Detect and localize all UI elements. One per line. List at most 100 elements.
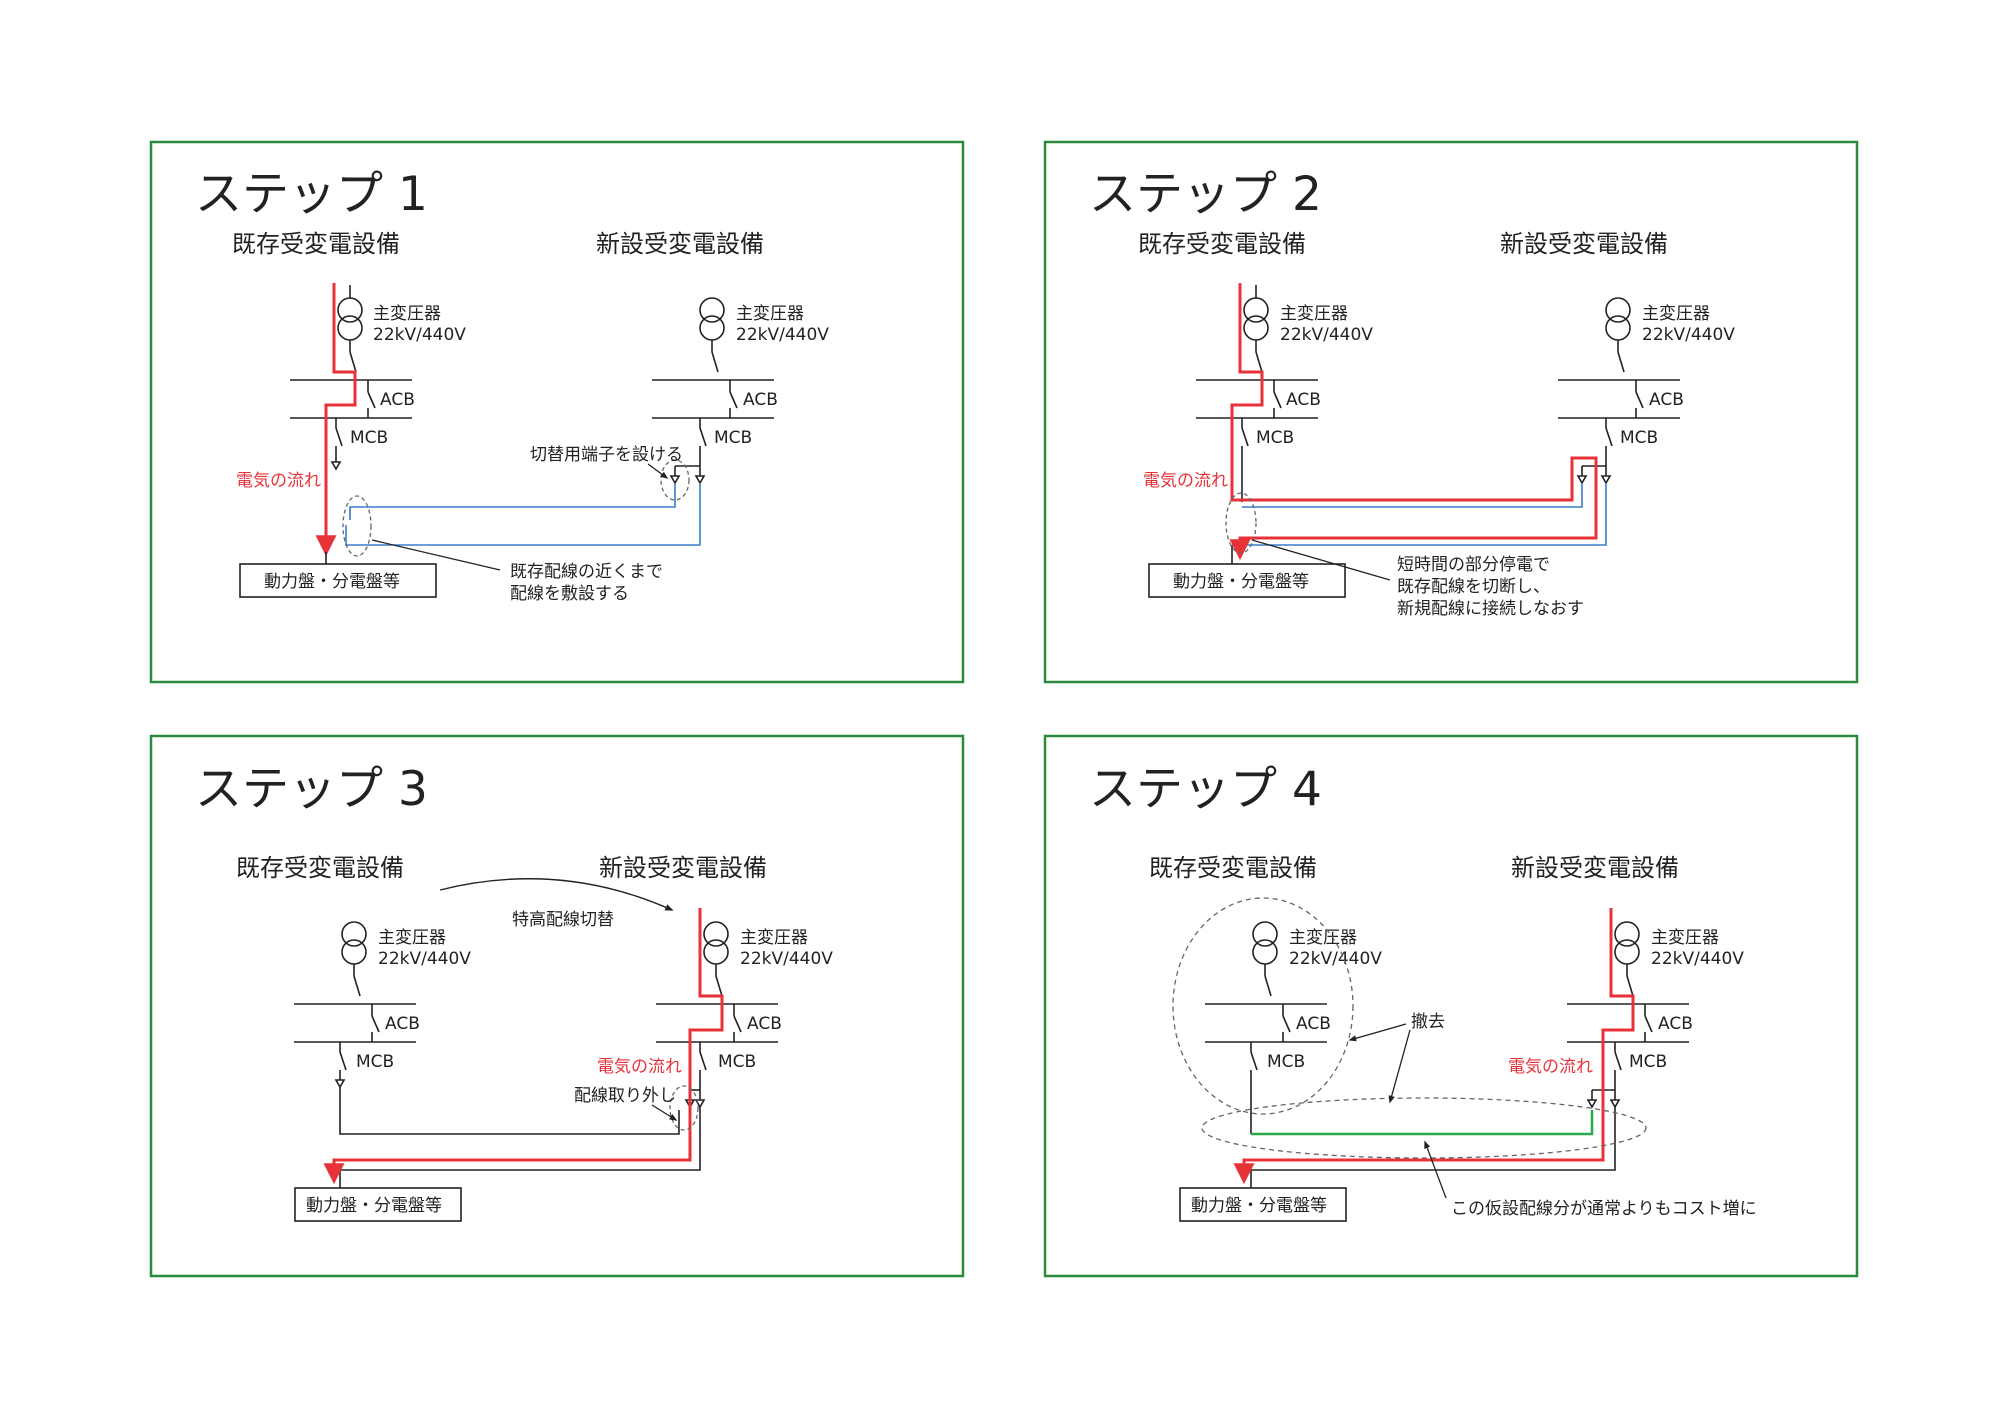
step-4-frame xyxy=(1043,734,1859,1278)
step-1-terminal-marker xyxy=(660,459,690,501)
step-4-removal-marker xyxy=(1172,897,1354,1115)
mcb-label: MCB xyxy=(1267,1052,1305,1072)
transformer-icon xyxy=(1243,297,1269,323)
mcb-label: MCB xyxy=(718,1052,756,1072)
mcb-label: MCB xyxy=(356,1052,394,1072)
step-4-panel: ステップ 4 既存受変電設備 新設受変電設備 主変圧器 22kV/440V AC… xyxy=(1043,734,1859,1278)
step-1-new-wiring xyxy=(345,483,701,546)
voltage-label: 22kV/440V xyxy=(1651,949,1744,969)
voltage-label: 22kV/440V xyxy=(378,949,471,969)
transformer-label: 主変圧器 xyxy=(1642,304,1710,324)
step-3-switch-arrow xyxy=(439,878,674,911)
step-3-title: ステップ 3 xyxy=(195,762,428,817)
step-3-remove-marker xyxy=(669,1085,699,1131)
transformer-label: 主変圧器 xyxy=(373,304,441,324)
voltage-label: 22kV/440V xyxy=(736,325,829,345)
acb-label: ACB xyxy=(385,1014,420,1034)
step-4-cost-note: この仮設配線分が通常よりもコスト増に xyxy=(1451,1199,1757,1219)
power-flow-label: 電気の流れ xyxy=(236,471,321,491)
step-1-panel: ステップ 1 既存受変電設備 新設受変電設備 主変圧器 22kV/440V AC… xyxy=(149,140,965,684)
distribution-panel-label: 動力盤・分電盤等 xyxy=(306,1196,442,1216)
step-1-title: ステップ 1 xyxy=(195,167,428,222)
step-4-new-heading: 新設受変電設備 xyxy=(1511,854,1679,882)
step-4-temporary-wiring-marker xyxy=(1201,1097,1647,1159)
distribution-panel xyxy=(294,1187,462,1222)
step-2-note-line2: 既存配線を切断し、 xyxy=(1397,577,1550,597)
step-3-existing-heading: 既存受変電設備 xyxy=(236,854,404,882)
power-flow-line xyxy=(315,283,357,557)
power-flow-line xyxy=(1229,283,1598,561)
transformer-icon xyxy=(337,315,363,341)
step-1-frame xyxy=(149,140,965,684)
transformer-label: 主変圧器 xyxy=(1651,928,1719,948)
step-1-existing-wire-marker xyxy=(342,495,372,557)
transformer-icon xyxy=(703,921,729,947)
voltage-label: 22kV/440V xyxy=(1289,949,1382,969)
distribution-panel-label: 動力盤・分電盤等 xyxy=(1191,1196,1327,1216)
power-flow-label: 電気の流れ xyxy=(1508,1057,1593,1077)
transformer-icon xyxy=(1614,921,1640,947)
step-3-new-heading: 新設受変電設備 xyxy=(599,854,767,882)
acb-label: ACB xyxy=(380,390,415,410)
step-2-note-line1: 短時間の部分停電で xyxy=(1397,555,1550,575)
transformer-icon xyxy=(699,315,725,341)
step-1-existing-heading: 既存受変電設備 xyxy=(232,230,400,258)
distribution-panel-label: 動力盤・分電盤等 xyxy=(1173,572,1309,592)
step-3-remove-note: 配線取り外し xyxy=(574,1086,676,1106)
transformer-icon xyxy=(341,921,367,947)
step-1-new-circuit xyxy=(652,297,774,485)
step-2-new-circuit xyxy=(1558,297,1680,485)
transformer-icon xyxy=(1614,939,1640,965)
step-4-removed-note: 撤去 xyxy=(1411,1012,1445,1032)
transformer-label: 主変圧器 xyxy=(736,304,804,324)
transformer-label: 主変圧器 xyxy=(1280,304,1348,324)
mcb-label: MCB xyxy=(714,428,752,448)
voltage-label: 22kV/440V xyxy=(740,949,833,969)
transformer-icon xyxy=(703,939,729,965)
step-1-terminal-note: 切替用端子を設ける xyxy=(530,445,683,465)
temporary-wiring xyxy=(1251,1110,1594,1136)
step-3-existing-circuit xyxy=(294,921,680,1135)
step-2-cut-marker xyxy=(1225,492,1257,554)
step-2-title: ステップ 2 xyxy=(1089,167,1322,222)
step-1-lay-note-line1: 既存配線の近くまで xyxy=(510,562,663,582)
mcb-label: MCB xyxy=(1620,428,1658,448)
step-3-panel: ステップ 3 既存受変電設備 新設受変電設備 特高配線切替 主変圧器 22kV/… xyxy=(149,734,965,1278)
acb-label: ACB xyxy=(1658,1014,1693,1034)
transformer-label: 主変圧器 xyxy=(378,928,446,948)
transformer-icon xyxy=(1605,297,1631,323)
step-1-existing-circuit xyxy=(290,285,412,471)
step-2-existing-heading: 既存受変電設備 xyxy=(1138,230,1306,258)
power-flow-label: 電気の流れ xyxy=(1143,471,1228,491)
distribution-panel xyxy=(1148,563,1346,598)
acb-label: ACB xyxy=(1286,390,1321,410)
step-4-existing-heading: 既存受変電設備 xyxy=(1149,854,1317,882)
power-flow-label: 電気の流れ xyxy=(597,1057,682,1077)
acb-label: ACB xyxy=(1649,390,1684,410)
transformer-icon xyxy=(1605,315,1631,341)
acb-label: ACB xyxy=(743,390,778,410)
power-flow-line xyxy=(1233,908,1635,1185)
step-1-new-heading: 新設受変電設備 xyxy=(596,230,764,258)
transformer-icon xyxy=(1252,939,1278,965)
mcb-label: MCB xyxy=(1256,428,1294,448)
step-2-frame xyxy=(1043,140,1859,684)
step-2-new-wiring xyxy=(1232,483,1607,546)
step-2-panel: ステップ 2 既存受変電設備 新設受変電設備 主変圧器 22kV/440V AC… xyxy=(1043,140,1859,684)
transformer-label: 主変圧器 xyxy=(1289,928,1357,948)
transformer-icon xyxy=(337,297,363,323)
transformer-icon xyxy=(341,939,367,965)
transformer-icon xyxy=(699,297,725,323)
step-3-frame xyxy=(149,734,965,1278)
power-flow-line xyxy=(323,908,724,1185)
distribution-panel xyxy=(1179,1187,1347,1222)
step-4-title: ステップ 4 xyxy=(1089,762,1322,817)
transformer-label: 主変圧器 xyxy=(740,928,808,948)
acb-label: ACB xyxy=(747,1014,782,1034)
mcb-label: MCB xyxy=(1629,1052,1667,1072)
voltage-label: 22kV/440V xyxy=(1642,325,1735,345)
step-2-new-heading: 新設受変電設備 xyxy=(1500,230,1668,258)
distribution-panel-label: 動力盤・分電盤等 xyxy=(264,572,400,592)
transformer-icon xyxy=(1243,315,1269,341)
step-4-existing-circuit xyxy=(1205,921,1327,1134)
